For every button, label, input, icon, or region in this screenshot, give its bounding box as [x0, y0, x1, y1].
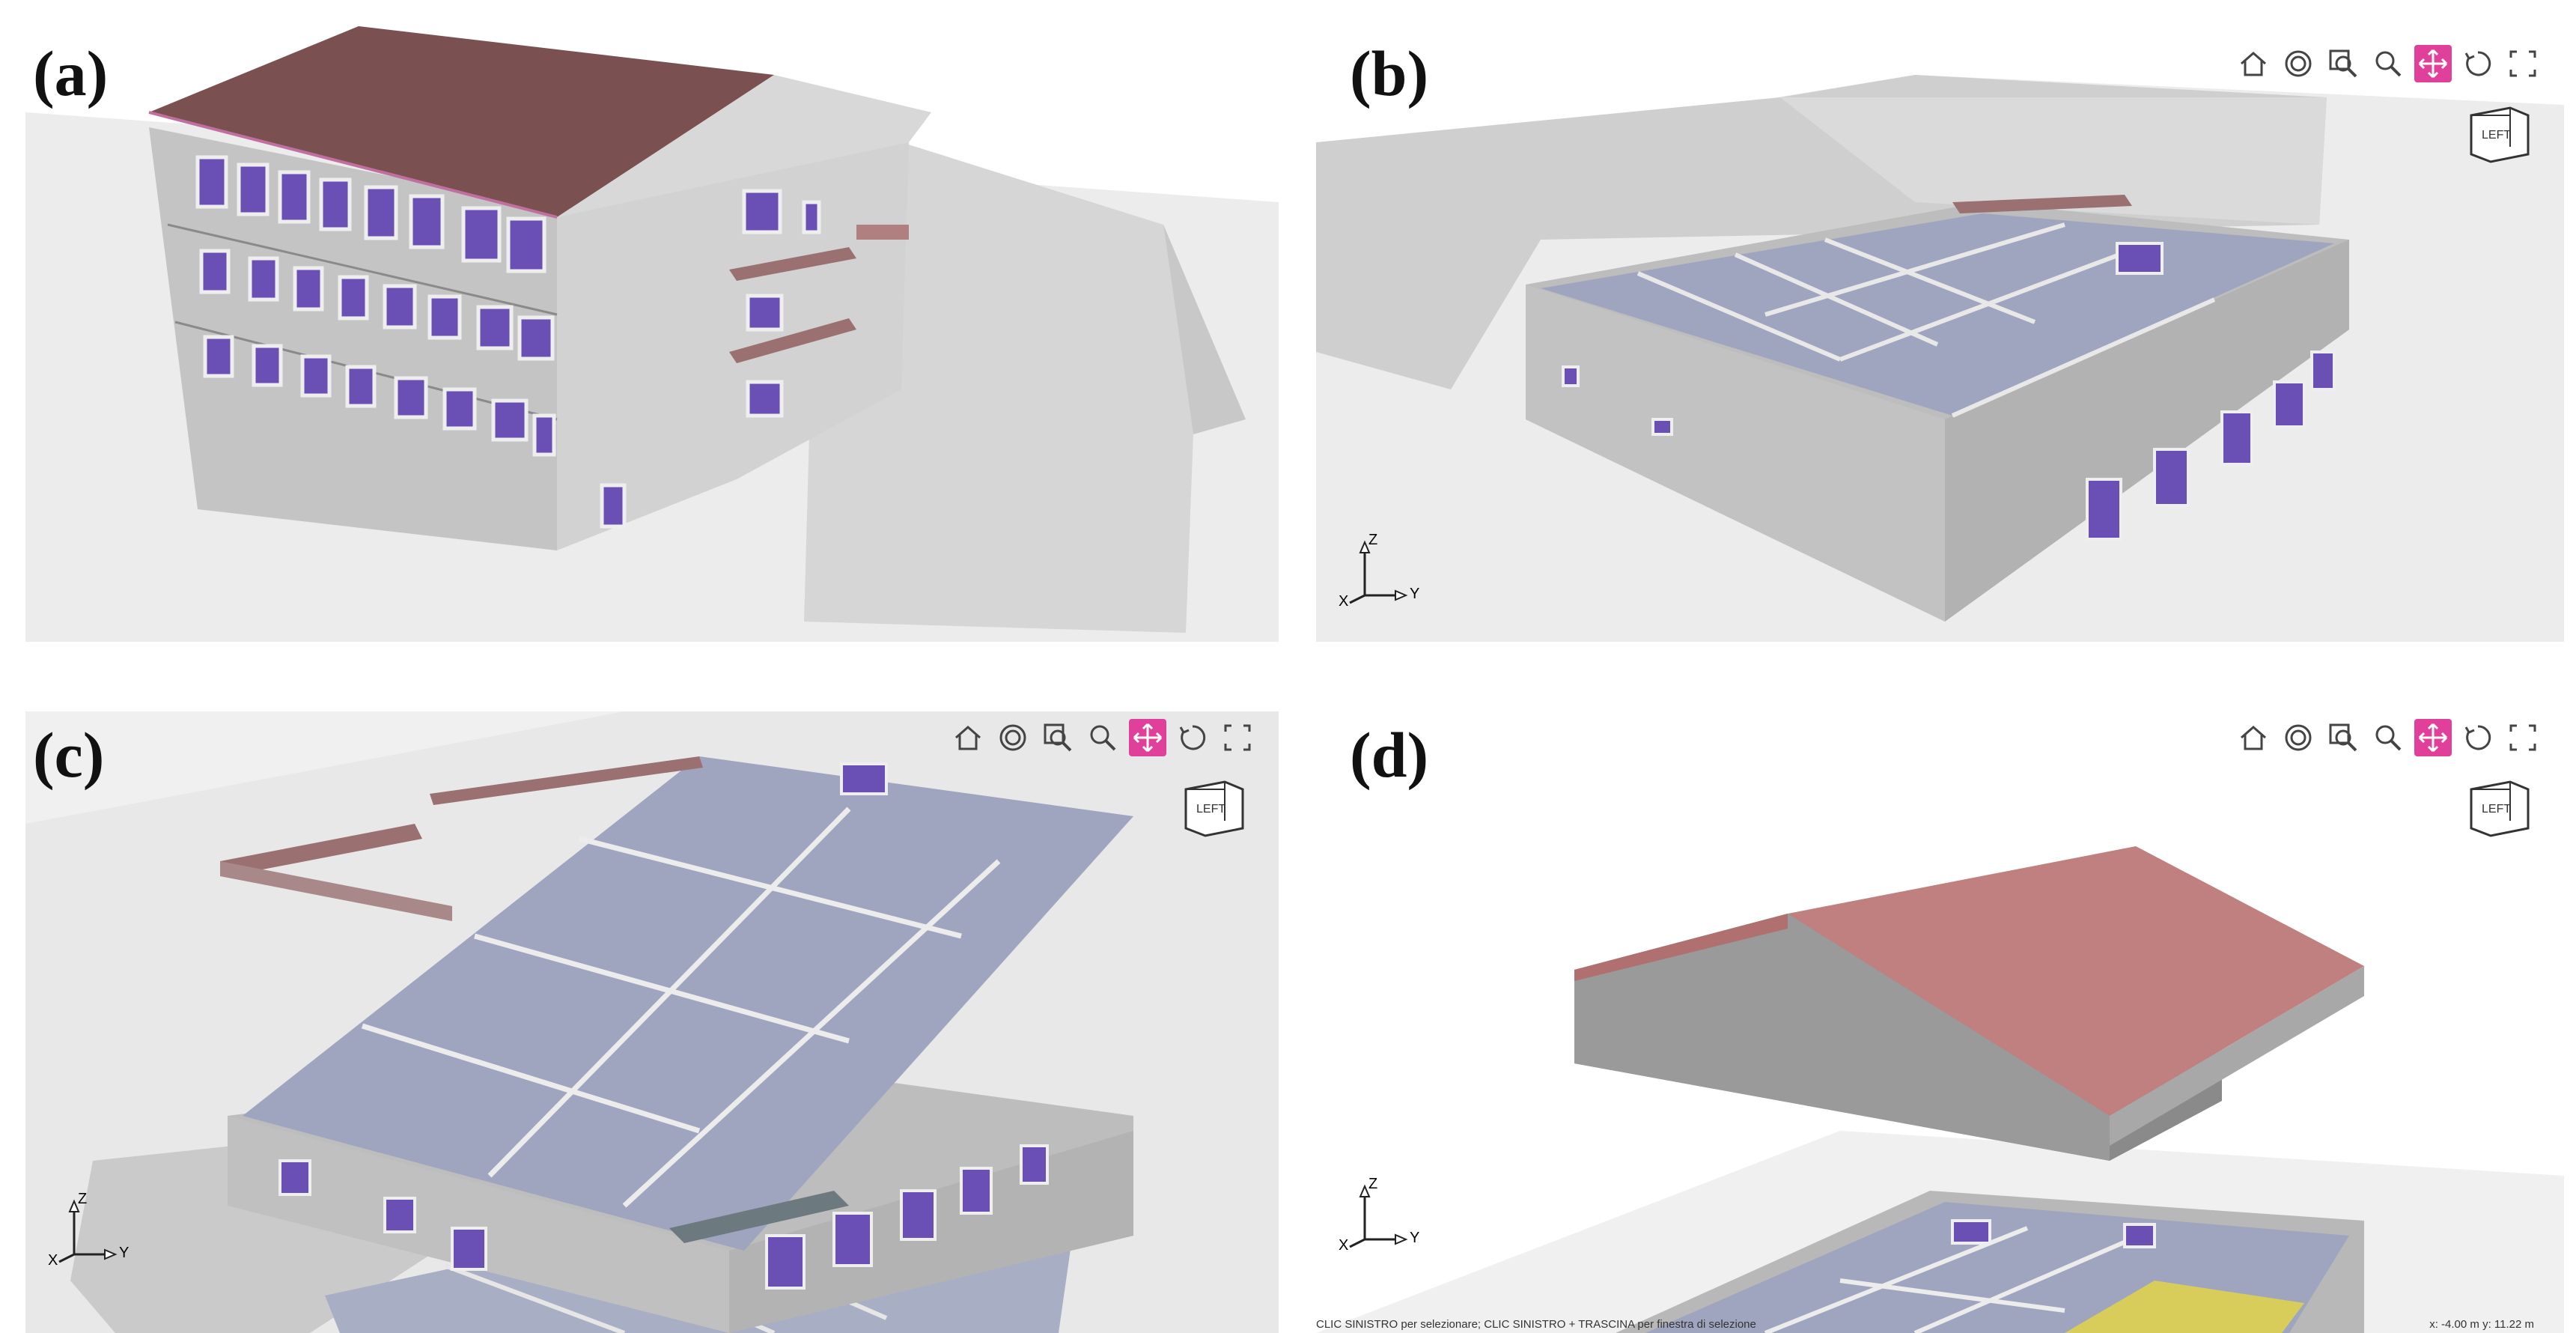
fullscreen-button[interactable] [2504, 45, 2542, 82]
orbit-button[interactable] [2280, 45, 2317, 82]
home-icon [2241, 52, 2266, 76]
viewer-toolbar [949, 719, 1256, 756]
zoom-button[interactable] [2369, 719, 2407, 756]
axis-triad: Z Y X [48, 1191, 138, 1273]
ground-floor-render [1316, 0, 2564, 642]
viewport-panel-d[interactable]: (d) LEFT Z Y X CLIC SINISTRO per selezio… [1316, 711, 2564, 1333]
status-coordinates: x: -4.00 m y: 11.22 m [2429, 1318, 2534, 1331]
rotate-button[interactable] [2459, 45, 2497, 82]
zoom-window-button[interactable] [2324, 719, 2362, 756]
pan-icon [2418, 723, 2448, 753]
fullscreen-button[interactable] [1219, 719, 1256, 756]
zoom-window-icon [2329, 723, 2357, 752]
fullscreen-button[interactable] [2504, 719, 2542, 756]
view-cube-icon [2470, 780, 2530, 837]
home-button[interactable] [2235, 719, 2272, 756]
zoom-icon [1090, 725, 1116, 751]
building-exterior-render [25, 0, 1279, 642]
axis-y-label: Y [1410, 1230, 1420, 1246]
orbit-icon [2285, 724, 2312, 751]
fullscreen-icon [2509, 724, 2536, 751]
rotate-icon [2464, 51, 2491, 76]
axis-z-label: Z [78, 1191, 88, 1207]
zoom-window-button[interactable] [2324, 45, 2362, 82]
home-button[interactable] [2235, 45, 2272, 82]
viewer-toolbar [2235, 45, 2542, 82]
panel-label-b: (b) [1350, 37, 1429, 109]
view-cube-label: LEFT [2482, 129, 2512, 142]
panel-label-a: (a) [33, 37, 109, 109]
exploded-floors-render [25, 711, 1279, 1333]
fullscreen-icon [2509, 50, 2536, 77]
status-bar: CLIC SINISTRO per selezionare; CLIC SINI… [1316, 1318, 2564, 1333]
axis-x-label: X [1339, 593, 1349, 610]
zoom-button[interactable] [2369, 45, 2407, 82]
viewer-toolbar [2235, 719, 2542, 756]
axis-triad: Z Y X [1339, 1176, 1428, 1258]
axis-y-label: Y [119, 1245, 130, 1261]
axis-triad-icon [58, 1199, 118, 1263]
zoom-window-button[interactable] [1039, 719, 1077, 756]
home-button[interactable] [949, 719, 987, 756]
view-cube-icon [2470, 106, 2530, 163]
orbit-button[interactable] [2280, 719, 2317, 756]
axis-x-label: X [1339, 1237, 1349, 1254]
axis-x-label: X [48, 1252, 58, 1269]
axis-triad-icon [1349, 540, 1408, 604]
axis-y-label: Y [1410, 586, 1420, 602]
home-icon [2241, 726, 2266, 750]
axis-triad: Z Y X [1339, 532, 1428, 614]
status-hint: CLIC SINISTRO per selezionare; CLIC SINI… [1316, 1318, 1756, 1331]
home-icon [955, 726, 981, 750]
orbit-button[interactable] [994, 719, 1032, 756]
axis-z-label: Z [1368, 1176, 1378, 1192]
pan-button[interactable] [2414, 45, 2452, 82]
view-cube[interactable]: LEFT [1180, 771, 1249, 840]
rotate-button[interactable] [1174, 719, 1211, 756]
pan-button[interactable] [1129, 719, 1166, 756]
view-cube-icon [1184, 780, 1244, 837]
zoom-icon [2375, 51, 2402, 77]
viewport-panel-a[interactable]: (a) [25, 0, 1279, 642]
zoom-button[interactable] [1084, 719, 1121, 756]
axis-z-label: Z [1368, 532, 1378, 548]
rotate-button[interactable] [2459, 719, 2497, 756]
zoom-window-icon [2329, 49, 2357, 78]
pan-button[interactable] [2414, 719, 2452, 756]
viewport-panel-c[interactable]: (c) LEFT Z Y X [25, 711, 1279, 1333]
viewport-panel-b[interactable]: (b) LEFT Z Y X [1316, 0, 2564, 642]
pan-icon [1133, 723, 1163, 753]
zoom-window-icon [1044, 723, 1072, 752]
orbit-icon [999, 724, 1026, 751]
view-cube[interactable]: LEFT [2465, 97, 2534, 166]
panel-label-c: (c) [33, 719, 105, 791]
view-cube[interactable]: LEFT [2465, 771, 2534, 840]
roof-exploded-render [1316, 711, 2564, 1333]
rotate-icon [2464, 725, 2491, 750]
view-cube-label: LEFT [2482, 803, 2512, 816]
orbit-icon [2285, 50, 2312, 77]
pan-icon [2418, 49, 2448, 79]
axis-triad-icon [1349, 1184, 1408, 1248]
zoom-icon [2375, 725, 2402, 751]
panel-label-d: (d) [1350, 719, 1429, 791]
rotate-icon [1179, 725, 1206, 750]
view-cube-label: LEFT [1196, 803, 1226, 816]
fullscreen-icon [1224, 724, 1251, 751]
